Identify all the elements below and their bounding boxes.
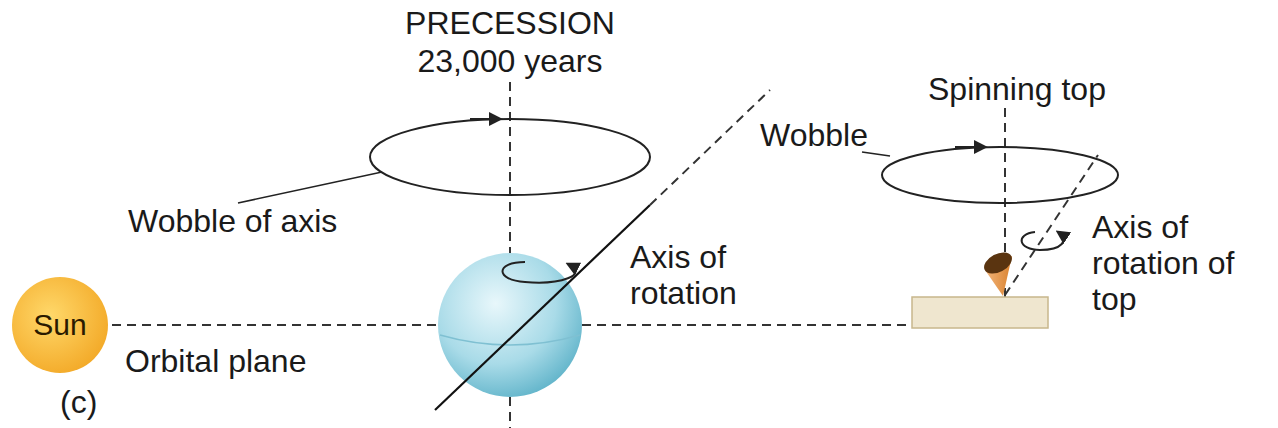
part-label: Wobble of axis [128, 204, 337, 240]
part-label: Orbital plane [125, 344, 306, 380]
node-text: Sun [33, 308, 86, 342]
part-label: Axis of rotation [630, 240, 780, 312]
part-label: Axis of rotation of top [1092, 210, 1242, 317]
sun-circle: Sun [12, 277, 108, 373]
period-label: 23,000 years [413, 44, 606, 80]
part-label: Wobble [760, 118, 868, 154]
title-label: PRECESSION [401, 6, 619, 42]
part-label: Spinning top [928, 72, 1106, 108]
sun-disc [12, 277, 108, 373]
panel-label: (c) [60, 385, 97, 421]
